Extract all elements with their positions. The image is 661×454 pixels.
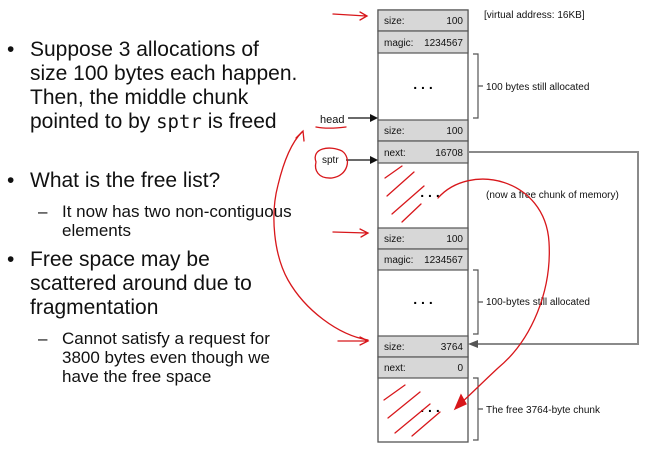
bullet-allocations: Suppose 3 allocations of size 100 bytes … xyxy=(7,38,300,134)
bullet-allocations-text: Suppose 3 allocations of size 100 bytes … xyxy=(30,38,298,133)
chunk1-size-value: 100 xyxy=(446,16,463,27)
chunk4-next-cell xyxy=(377,356,469,379)
chunk4-next-key: next: xyxy=(384,363,406,374)
sptr-arrowhead xyxy=(370,156,378,164)
chunk3-size-key: size: xyxy=(384,234,405,245)
head-arrowhead xyxy=(370,114,378,122)
virtual-address-label: [virtual address: 16KB] xyxy=(484,10,585,21)
red-arrow-chunk4 xyxy=(337,336,370,346)
chunk1-magic-cell xyxy=(377,30,469,54)
chunk3-magic-cell xyxy=(377,248,469,271)
subbullet-two-elements: It now has two non-contiguous elements xyxy=(38,202,297,240)
chunk4-annotation: The free 3764-byte chunk xyxy=(486,405,601,416)
sptr-label: sptr xyxy=(322,155,339,166)
chunk3-body-dots: . . . xyxy=(413,291,432,307)
right-curve-arrow xyxy=(437,178,550,405)
sptr-circle xyxy=(314,147,349,179)
chunk2-next-key: next: xyxy=(384,148,406,159)
bullet-allocations-tail: is freed xyxy=(201,110,277,133)
chunk2-body-dots: . . . xyxy=(420,184,439,200)
next-pointer-connector xyxy=(468,151,639,345)
chunk1-bracket xyxy=(473,53,483,119)
chunk3-magic-key: magic: xyxy=(384,255,413,266)
chunk1-magic-key: magic: xyxy=(384,38,413,49)
chunk2-next-value: 16708 xyxy=(435,148,463,159)
chunk3-magic-value: 1234567 xyxy=(424,255,463,266)
left-loop-arrow xyxy=(273,131,369,341)
chunk2-hatching xyxy=(384,165,425,223)
chunk4-size-key: size: xyxy=(384,342,405,353)
subbullet-cannot-satisfy: Cannot satisfy a request for 3800 bytes … xyxy=(38,329,297,386)
handwritten-annotations xyxy=(273,11,550,437)
chunk4-next-value: 0 xyxy=(457,363,463,374)
chunk2-size-value: 100 xyxy=(446,126,463,137)
chunk4-bracket xyxy=(473,377,483,441)
chunk2-annotation: (now a free chunk of memory) xyxy=(486,190,619,201)
head-underline xyxy=(315,126,347,129)
chunk3-bracket xyxy=(473,269,483,335)
right-curve-arrowhead xyxy=(453,393,467,411)
chunk4-hatching xyxy=(383,384,441,437)
chunk4-size-value: 3764 xyxy=(441,342,464,353)
chunk1-magic-value: 1234567 xyxy=(424,38,463,49)
head-label: head xyxy=(320,114,344,126)
red-arrow-chunk3 xyxy=(332,228,370,238)
left-loop-arrowhead xyxy=(295,129,305,142)
red-arrow-chunk1 xyxy=(332,11,369,21)
chunk3-annotation: 100-bytes still allocated xyxy=(486,297,590,308)
bullet-fragmentation: Free space may be scattered around due t… xyxy=(7,248,300,320)
sptr-code: sptr xyxy=(156,111,202,133)
chunk3-size-value: 100 xyxy=(446,234,463,245)
bullet-free-list-question: What is the free list? xyxy=(7,169,300,193)
bullet-list: Suppose 3 allocations of size 100 bytes … xyxy=(0,0,300,454)
chunk4-body-dots: . . . xyxy=(420,399,439,415)
chunk2-size-key: size: xyxy=(384,126,405,137)
next-pointer-arrowhead xyxy=(468,340,478,348)
chunk1-annotation: 100 bytes still allocated xyxy=(486,82,589,93)
chunk1-size-key: size: xyxy=(384,16,405,27)
chunk1-body-dots: . . . xyxy=(413,76,432,92)
